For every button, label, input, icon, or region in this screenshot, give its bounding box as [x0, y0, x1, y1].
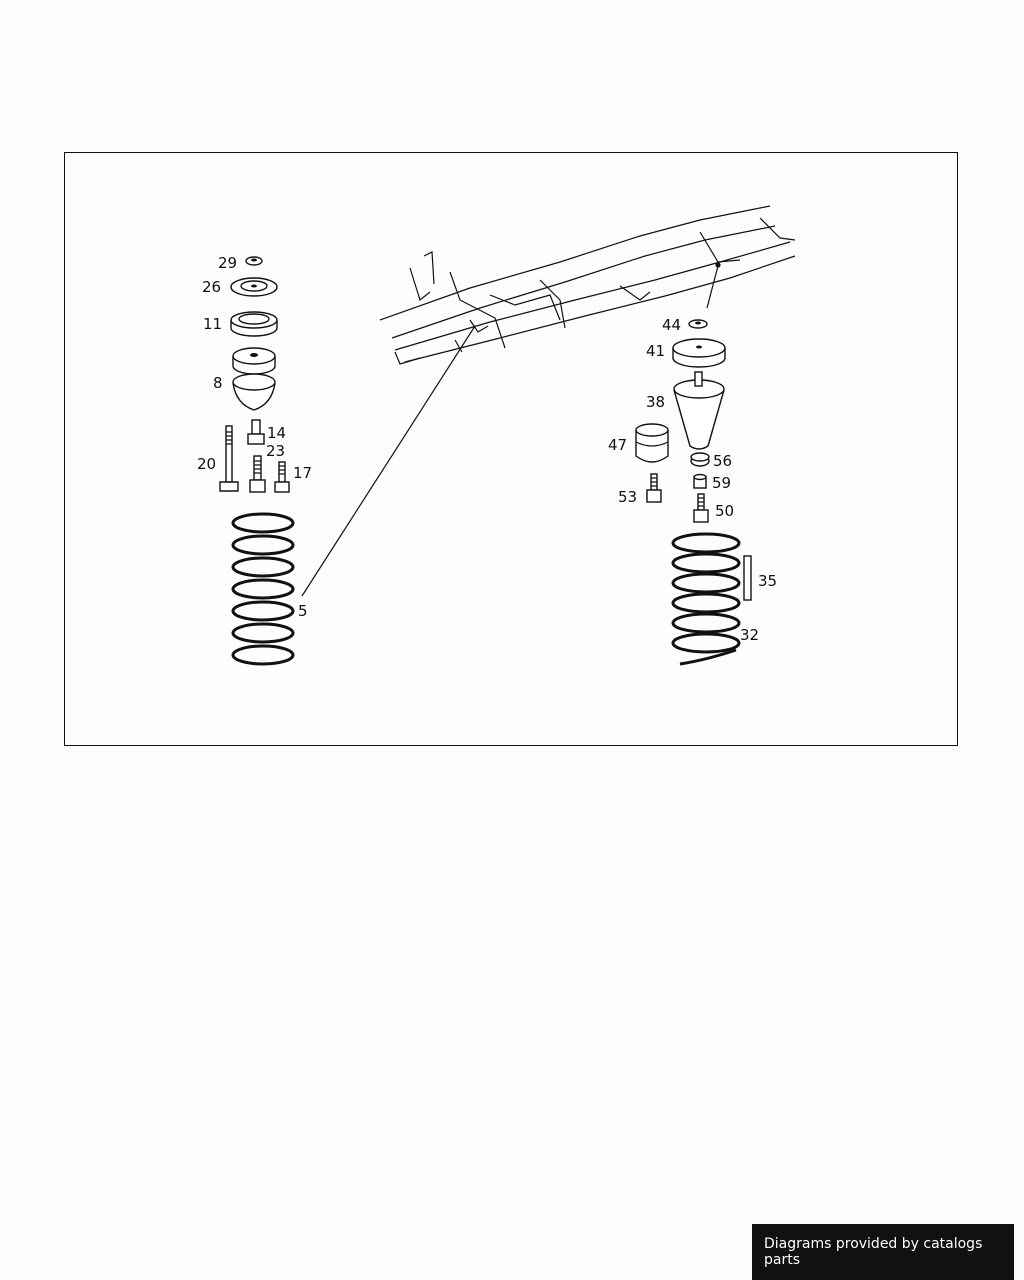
part-41-pad: [672, 338, 726, 368]
callout-44: 44: [662, 316, 681, 334]
part-47-rubber-mount: [635, 423, 669, 463]
credit-text: Diagrams provided by catalogs parts: [764, 1236, 983, 1268]
callout-53: 53: [618, 488, 637, 506]
part-35-pin: [743, 555, 752, 601]
callout-56: 56: [713, 452, 732, 470]
callout-labels: 29 26 11 8 14 23 20 17 5 44 41 38 47 56 …: [197, 254, 777, 644]
part-17-bolt: [274, 461, 290, 493]
part-32-coil-spring: [671, 532, 741, 666]
part-59-nut: [693, 473, 707, 489]
callout-29: 29: [218, 254, 237, 272]
callout-41: 41: [646, 342, 665, 360]
part-11-cup: [230, 311, 278, 337]
part-44-washer: [688, 319, 708, 329]
part-56-washer: [690, 452, 710, 467]
callout-35: 35: [758, 572, 777, 590]
leader-lines: [301, 262, 721, 597]
part-50-bolt: [693, 493, 709, 523]
part-8-rubber-buffer: [232, 347, 276, 411]
part-23-bolt: [249, 455, 266, 493]
callout-20: 20: [197, 455, 216, 473]
part-5-coil-spring: [231, 512, 295, 666]
callout-8: 8: [213, 374, 223, 392]
chassis-frame: [379, 205, 796, 365]
parts-diagram-frame: [64, 152, 958, 746]
part-29-washer: [245, 256, 263, 266]
callout-26: 26: [202, 278, 221, 296]
part-14-nut: [247, 419, 265, 445]
callout-47: 47: [608, 436, 627, 454]
part-26-plate: [230, 277, 278, 297]
callout-14: 14: [267, 424, 286, 442]
callout-59: 59: [712, 474, 731, 492]
callout-17: 17: [293, 464, 312, 482]
part-53-bolt: [646, 473, 662, 503]
part-20-bolt: [219, 425, 239, 492]
callout-38: 38: [646, 393, 665, 411]
callout-5: 5: [298, 602, 308, 620]
callout-23: 23: [266, 442, 285, 460]
part-38-bump-stop: [673, 371, 725, 450]
credit-badge: Diagrams provided by catalogs parts: [752, 1224, 1014, 1280]
callout-32: 32: [740, 626, 759, 644]
callout-50: 50: [715, 502, 734, 520]
callout-11: 11: [203, 315, 222, 333]
